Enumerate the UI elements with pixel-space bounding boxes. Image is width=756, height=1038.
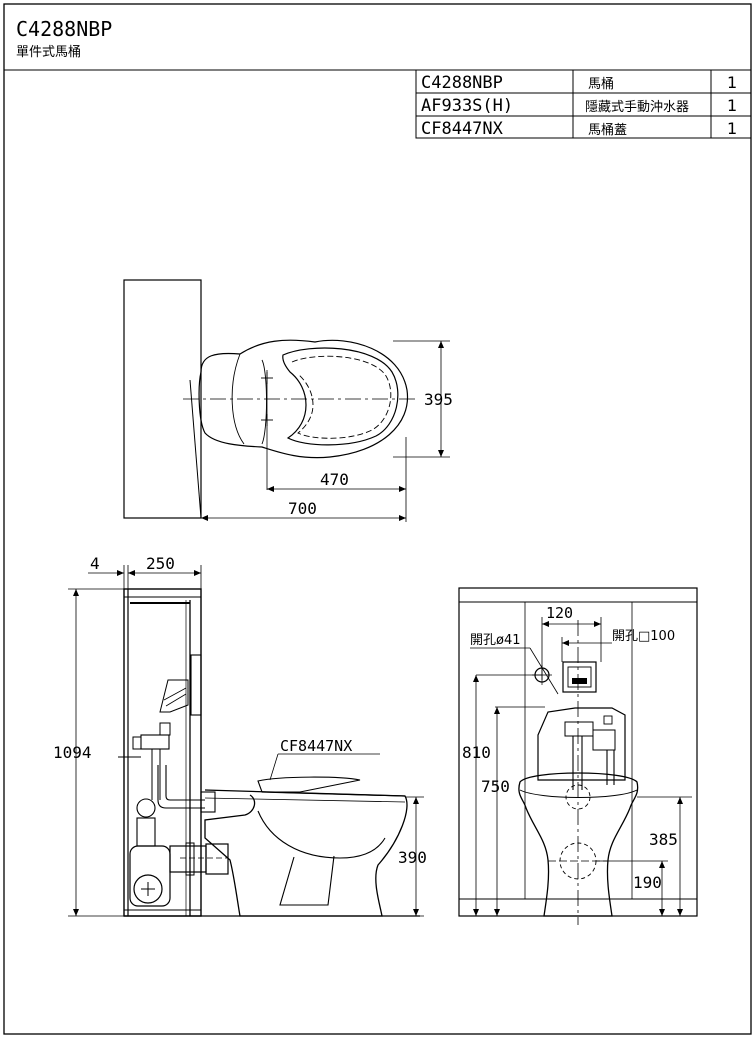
dim-frame-depth: 250 [146,554,175,573]
parts-table: C4288NBP 馬桶 1 AF933S(H) 隱藏式手動沖水器 1 CF844… [415,69,752,139]
part-code: C4288NBP [421,73,503,93]
parts-row: C4288NBP 馬桶 1 [421,73,737,93]
dim-spacing: 120 [546,604,573,622]
model-subtitle: 單件式馬桶 [16,45,81,60]
dim-outlet-height: 190 [633,873,662,892]
part-name: 馬桶 [588,77,614,92]
part-name: 隱藏式手動沖水器 [585,100,689,115]
cistern-box [190,654,202,716]
hole-square-label: 開孔□100 [612,629,675,644]
part-qty: 1 [727,119,737,138]
part-qty: 1 [727,96,737,115]
dim-wall-gap: 4 [90,554,100,573]
flush-button-plate [562,661,597,693]
dim-seat-height: 390 [398,848,427,867]
front-view: 120 開孔□100 開孔ø41 810 [458,587,698,925]
seat-outline [282,347,399,446]
dim-inlet-height: 750 [481,777,510,796]
dim-frame-height: 1094 [53,743,92,762]
side-view: 4 250 1094 [53,554,427,917]
part-code: CF8447NX [421,119,504,139]
dim-top-overall: 700 [288,499,317,518]
part-qty: 1 [727,73,737,92]
hole-round-label: 開孔ø41 [470,633,521,648]
seat-label: CF8447NX [280,737,352,755]
parts-row: AF933S(H) 隱藏式手動沖水器 1 [421,96,737,116]
toilet-front-profile [518,772,639,917]
dim-flush-height: 385 [649,830,678,849]
sheet-border [3,3,752,1035]
part-code: AF933S(H) [421,96,513,116]
drain-circle [133,874,163,904]
top-view: 395 470 700 [123,279,453,522]
wall-panel [123,279,202,519]
dim-button-height: 810 [462,743,491,762]
cistern-assembly [537,707,626,781]
pipe-end-circle [136,798,156,818]
dim-top-width: 395 [424,390,453,409]
part-name: 馬桶蓋 [588,123,627,138]
parts-row: CF8447NX 馬桶蓋 1 [421,119,737,139]
toilet-body-outline [198,339,409,459]
seat-lid [257,776,361,793]
dim-top-depth: 470 [320,470,349,489]
model-title: C4288NBP [16,17,112,41]
